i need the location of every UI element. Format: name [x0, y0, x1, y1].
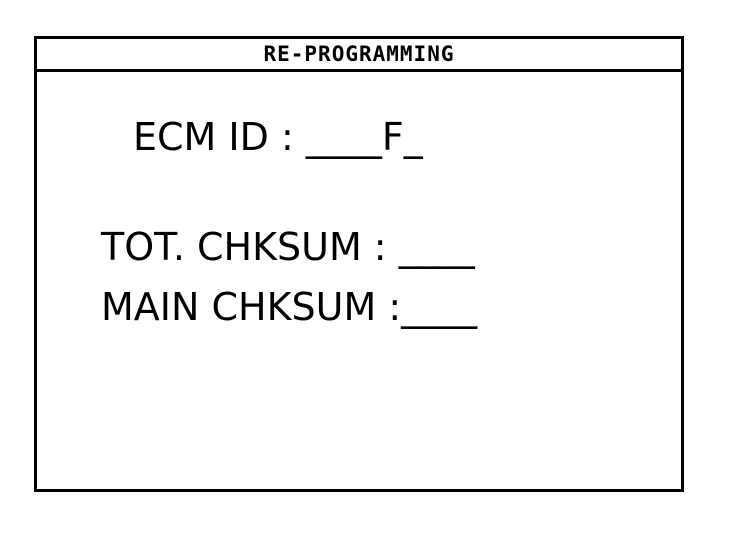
- total-checksum-readout: TOT. CHKSUM : ____: [101, 225, 475, 269]
- title-bar: RE-PROGRAMMING: [37, 39, 681, 72]
- ecm-id-readout: ECM ID : ____F_: [133, 115, 423, 159]
- screen-title: RE-PROGRAMMING: [263, 42, 455, 66]
- main-checksum-readout: MAIN CHKSUM :____: [101, 285, 478, 329]
- reprogramming-screen: RE-PROGRAMMING ECM ID : ____F_ TOT. CHKS…: [34, 36, 684, 492]
